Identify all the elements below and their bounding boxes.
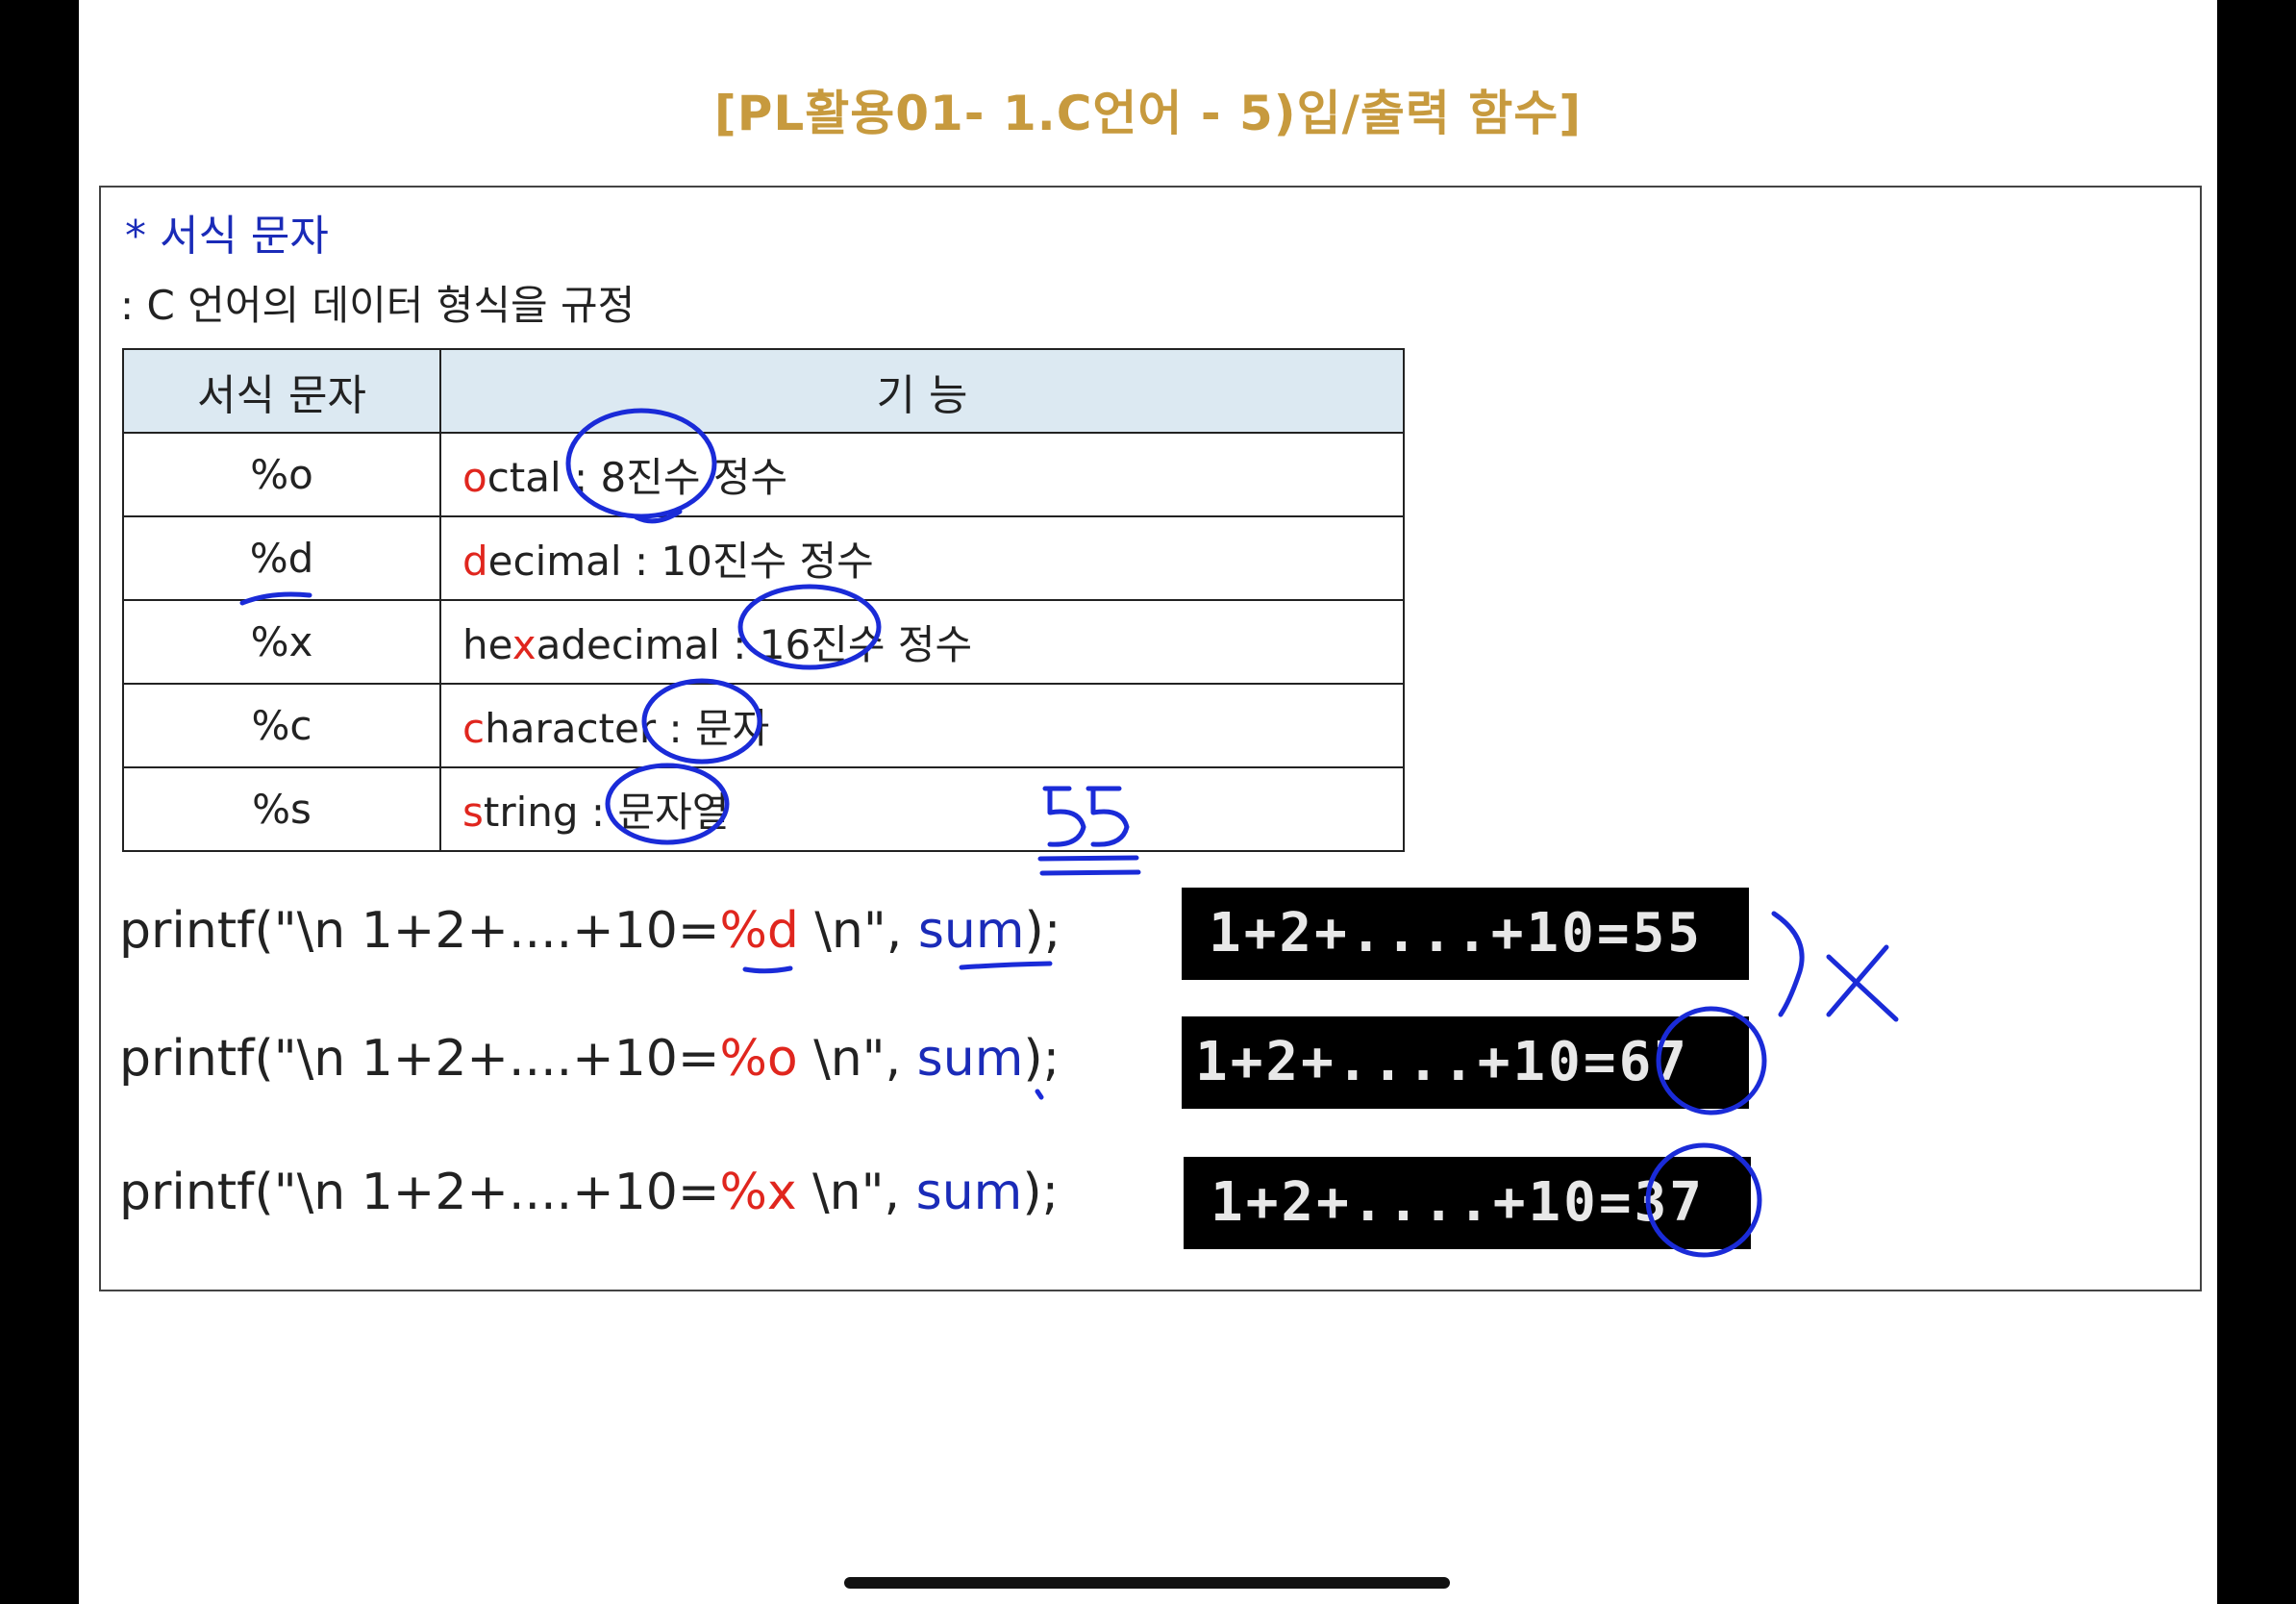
spec-cell: %d [122,515,441,601]
code-suffix: ); [1023,1030,1061,1088]
highlight-letter: s [462,789,484,836]
spec-cell: %c [122,683,441,768]
code-mid: \n", [797,1030,917,1088]
code-mid: \n", [798,902,918,960]
console-output-hex: 1+2+....+10=37 [1184,1157,1751,1249]
section-heading: * 서식 문자 [125,212,329,261]
table-row: %c character : 문자 [122,683,1405,768]
section-subtitle: : C 언어의 데이터 형식을 규정 [120,282,636,329]
code-prefix: printf("\n 1+2+....+10= [119,902,720,960]
table-row: %s string : 문자열 [122,766,1405,852]
code-line-decimal: printf("\n 1+2+....+10=%d \n", sum); [119,902,1061,960]
desc-cell: octal : 8진수 정수 [439,432,1405,517]
highlight-letter: o [462,454,487,501]
word-rest: ecimal [487,538,622,585]
console-output-decimal: 1+2+....+10=55 [1182,888,1749,980]
header-function: 기 능 [439,348,1405,434]
code-line-octal: printf("\n 1+2+....+10=%o \n", sum); [119,1030,1060,1088]
desc-text: : 16진수 정수 [719,621,973,668]
spec-cell: %o [122,432,441,517]
table-row: %o octal : 8진수 정수 [122,432,1405,517]
desc-text: : 8진수 정수 [561,454,788,501]
code-line-hex: printf("\n 1+2+....+10=%x \n", sum); [119,1164,1059,1221]
word-rest: haracter [485,705,657,752]
code-format: %o [719,1030,798,1088]
code-arg: sum [916,1030,1024,1088]
desc-text: : 문자열 [578,789,730,836]
header-format-char: 서식 문자 [122,348,441,434]
code-arg: sum [915,1164,1023,1221]
code-format: %x [719,1164,797,1221]
table-row: %x hexadecimal : 16진수 정수 [122,599,1405,685]
highlight-letter: d [462,538,488,585]
desc-cell: character : 문자 [439,683,1405,768]
slide: [PL활용01- 1.C언어 - 5)입/출력 함수] * 서식 문자 : C … [79,0,2217,1604]
code-prefix: printf("\n 1+2+....+10= [119,1164,720,1221]
code-arg: sum [917,902,1025,960]
spec-cell: %s [122,766,441,852]
highlight-letter: x [512,621,537,668]
desc-text: : 문자 [656,705,770,752]
desc-cell: string : 문자열 [439,766,1405,852]
table-header-row: 서식 문자 기 능 [122,348,1405,434]
word-rest: tring [483,789,579,836]
console-output-octal: 1+2+....+10=67 [1182,1016,1749,1109]
content-box: * 서식 문자 : C 언어의 데이터 형식을 규정 서식 문자 기 능 %o … [99,186,2202,1291]
desc-text: : 10진수 정수 [621,538,874,585]
code-format: %d [719,902,799,960]
code-suffix: ); [1024,902,1061,960]
format-specifier-table: 서식 문자 기 능 %o octal : 8진수 정수 %d decimal :… [122,348,1405,852]
desc-cell: hexadecimal : 16진수 정수 [439,599,1405,685]
word-prefix: he [462,621,512,668]
code-suffix: ); [1022,1164,1060,1221]
code-mid: \n", [796,1164,916,1221]
spec-cell: %x [122,599,441,685]
word-rest: adecimal [536,621,720,668]
highlight-letter: c [462,705,486,752]
desc-cell: decimal : 10진수 정수 [439,515,1405,601]
home-indicator[interactable] [844,1577,1450,1589]
code-prefix: printf("\n 1+2+....+10= [119,1030,720,1088]
table-row: %d decimal : 10진수 정수 [122,515,1405,601]
word-rest: ctal [487,454,562,501]
slide-title: [PL활용01- 1.C언어 - 5)입/출력 함수] [713,86,1583,141]
